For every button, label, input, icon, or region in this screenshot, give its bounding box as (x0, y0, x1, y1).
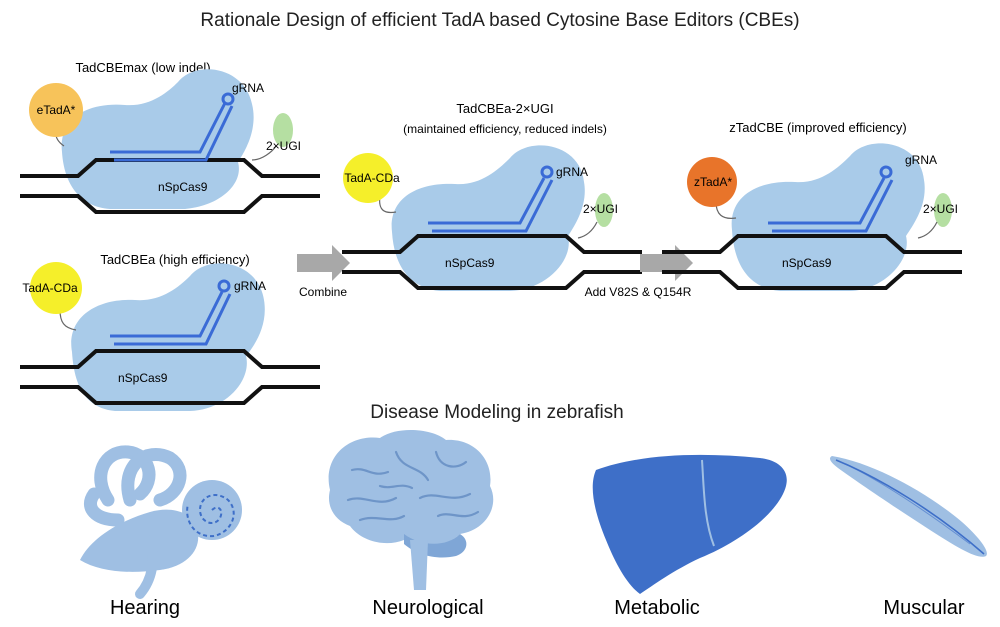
ugi-label: 2×UGI (266, 139, 301, 153)
deaminase-circle (30, 262, 82, 314)
ugi-label: 2×UGI (923, 202, 958, 216)
grna-strand (110, 291, 224, 338)
arrow-icon (297, 245, 350, 281)
editor-label: TadCBEa (high efficiency) (100, 252, 249, 267)
ugi-domain (934, 193, 952, 227)
cas9-label: nSpCas9 (118, 371, 168, 385)
ugi-domain (595, 193, 613, 227)
liver-icon (592, 454, 787, 594)
mutation-label: Add V82S & Q154R (585, 285, 692, 299)
combine-label: Combine (299, 285, 347, 299)
deaminase-circle (29, 83, 83, 137)
grna-label: gRNA (556, 165, 588, 179)
ugi-label: 2×UGI (583, 202, 618, 216)
disease-label-metabolic: Metabolic (614, 597, 700, 619)
combine-arrow: Combine (297, 245, 350, 299)
disease-section-title: Disease Modeling in zebrafish (370, 402, 623, 423)
deaminase-circle (343, 153, 393, 203)
muscle-icon (830, 456, 987, 557)
inner-ear-icon (80, 445, 242, 599)
editor-subtitle: (maintained efficiency, reduced indels) (403, 122, 607, 136)
grna-strand (768, 177, 886, 225)
cas9-blob (61, 69, 254, 209)
cas9-label: nSpCas9 (782, 256, 832, 270)
grna-label: gRNA (232, 81, 264, 95)
brain-icon (328, 429, 494, 590)
editor-label: TadCBEmax (low indel) (75, 60, 210, 75)
grna-strand (110, 102, 227, 154)
deaminase-label: zTadA* (694, 175, 732, 189)
cas9-blob (731, 143, 925, 291)
editor-label: TadCBEa-2×UGI (456, 101, 553, 116)
disease-label-muscular: Muscular (883, 597, 964, 619)
disease-label-hearing: Hearing (110, 597, 180, 619)
editor-ztadcbe: zTadCBE (improved efficiency) nSpCas9 gR… (660, 120, 964, 291)
editor-tadcbea: TadCBEa (high efficiency) nSpCas9 gRNA T… (18, 252, 322, 411)
deaminase-label: TadA-CDa (344, 171, 400, 185)
deaminase-circle (687, 157, 737, 207)
deaminase-label: TadA-CDa (22, 281, 78, 295)
grna-label: gRNA (905, 153, 937, 167)
figure-title: Rationale Design of efficient TadA based… (200, 10, 799, 31)
ugi-domain (273, 113, 293, 147)
grna-label: gRNA (234, 279, 266, 293)
disease-label-neurological: Neurological (372, 597, 483, 619)
cas9-label: nSpCas9 (158, 180, 208, 194)
editor-label: zTadCBE (improved efficiency) (729, 120, 907, 135)
editor-tadcbea-2xugi: TadCBEa-2×UGI (maintained efficiency, re… (340, 101, 644, 291)
cas9-label: nSpCas9 (445, 256, 495, 270)
cas9-blob (391, 145, 585, 291)
grna-strand (428, 177, 546, 225)
editor-tadcbemax: TadCBEmax (low indel) nSpCas9 gRNA 2×UGI… (18, 60, 322, 214)
deaminase-label: eTadA* (37, 103, 76, 117)
